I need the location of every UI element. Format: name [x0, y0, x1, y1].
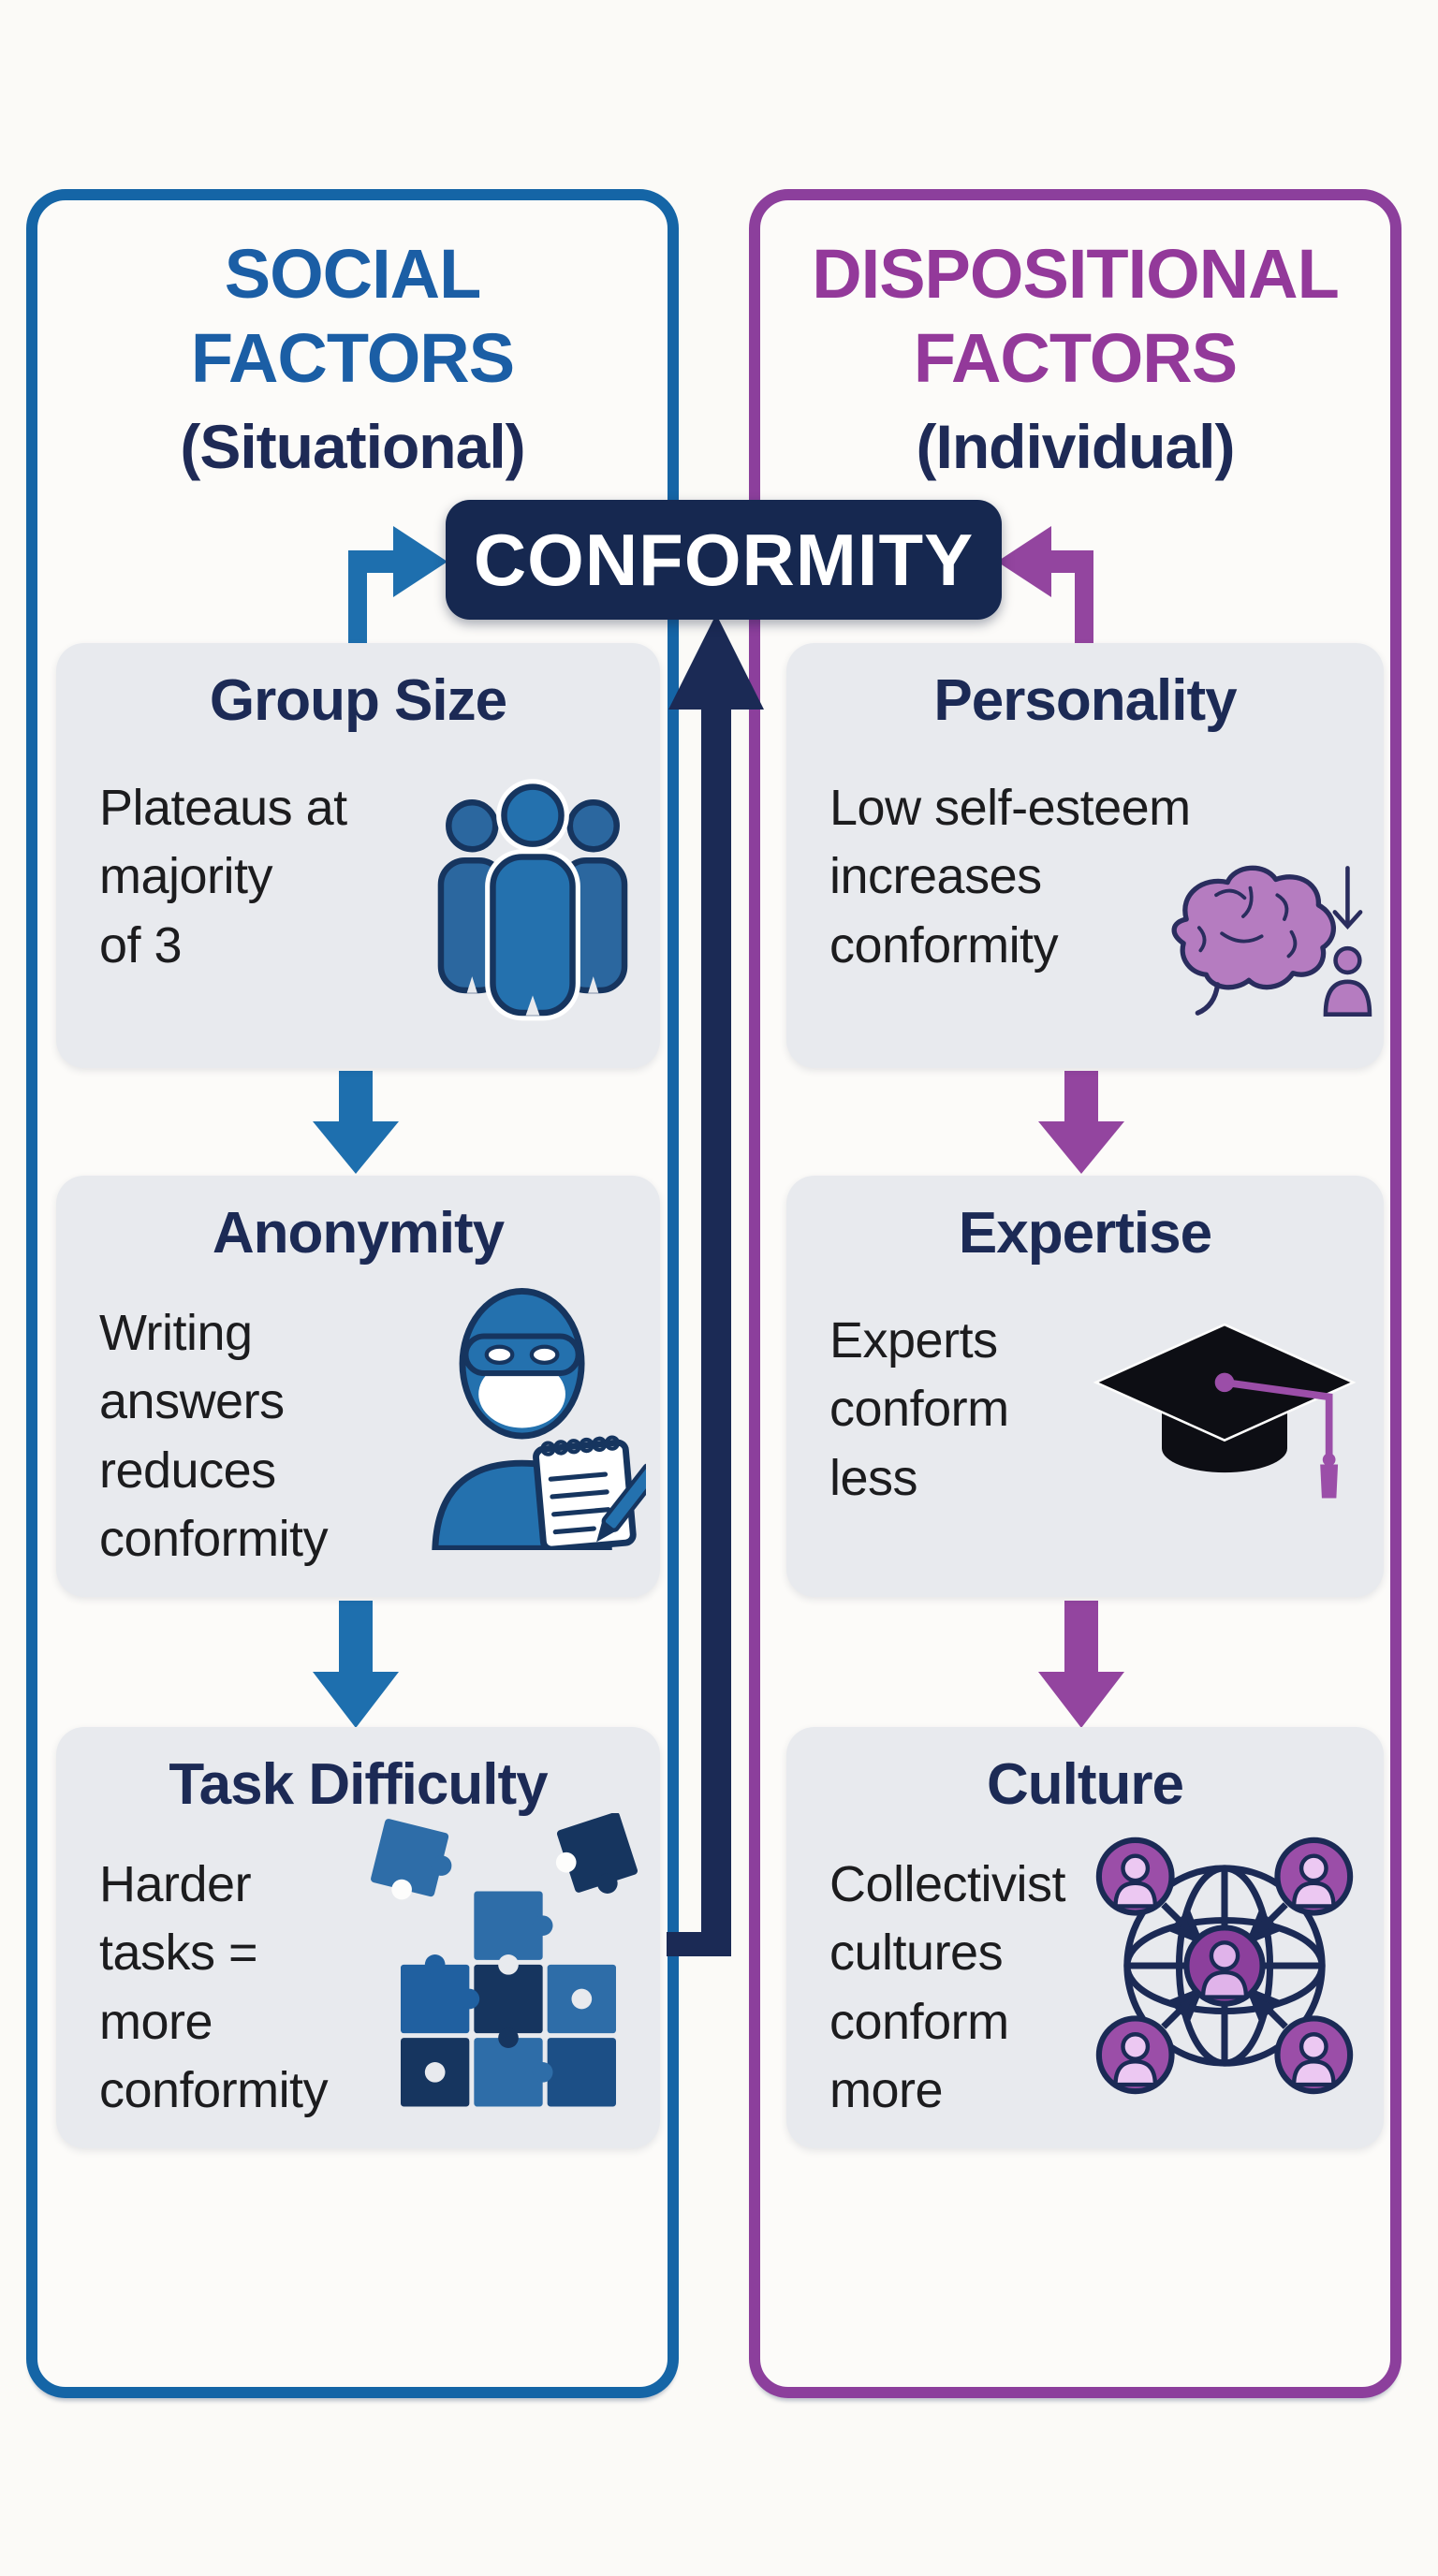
card-title: Group Size — [209, 668, 507, 733]
icon-wrap — [1131, 847, 1372, 1032]
social-factors-header: SOCIAL FACTORS (Situational) — [37, 232, 668, 482]
body-line: Experts — [829, 1312, 998, 1368]
masked-person-notepad-icon — [432, 1288, 661, 1553]
conformity-label: CONFORMITY — [473, 518, 975, 601]
body-line: conform — [829, 1381, 1009, 1438]
card-title: Anonymity — [212, 1201, 505, 1266]
card-title: Task Difficulty — [169, 1752, 548, 1817]
body-line: conformity — [99, 2062, 329, 2119]
body-line: tasks = — [99, 1925, 258, 1982]
title-line: FACTORS — [913, 319, 1238, 398]
dispositional-factors-title: DISPOSITIONAL FACTORS — [760, 232, 1390, 402]
card-title: Expertise — [958, 1201, 1212, 1266]
conformity-banner: CONFORMITY — [446, 500, 1002, 620]
body-line: cultures — [829, 1925, 1004, 1982]
social-factors-title: SOCIAL FACTORS — [37, 232, 668, 402]
three-people-icon — [437, 779, 628, 1021]
card-expertise: Expertise Experts conform less — [786, 1176, 1384, 1597]
card-body: Low self-esteem increases conformity — [829, 774, 1191, 980]
body-line: more — [99, 1993, 213, 2050]
body-line: increases — [829, 848, 1042, 905]
body-line: Collectivist — [829, 1856, 1066, 1912]
card-group-size: Group Size Plateaus at majority of 3 — [56, 643, 660, 1068]
brain-decrease-icon — [1171, 865, 1372, 1017]
card-body: Writing answers reduces conformity — [99, 1299, 329, 1574]
body-line: conform — [829, 1993, 1009, 2050]
card-task-difficulty: Task Difficulty Harder tasks = more conf… — [56, 1727, 660, 2148]
body-line: Harder — [99, 1856, 252, 1912]
icon-wrap — [363, 1811, 644, 2115]
graduation-cap-icon — [1093, 1323, 1357, 1499]
card-title: Culture — [987, 1752, 1184, 1817]
card-culture: Culture Collectivist cultures conform mo… — [786, 1727, 1384, 2148]
puzzle-pieces-icon — [371, 1811, 638, 2107]
title-line: SOCIAL — [224, 235, 482, 313]
body-line: reduces — [99, 1442, 276, 1499]
card-title: Personality — [933, 668, 1237, 733]
body-line: conformity — [829, 916, 1059, 973]
body-line: Writing — [99, 1305, 253, 1361]
body-line: Plateaus at — [99, 780, 347, 836]
title-line: DISPOSITIONAL — [812, 235, 1340, 313]
icon-wrap — [1084, 1825, 1365, 2111]
card-body: Plateaus at majority of 3 — [99, 774, 347, 980]
body-line: majority — [99, 848, 273, 905]
dispositional-factors-subtitle: (Individual) — [916, 411, 1236, 481]
global-network-icon — [1095, 1837, 1354, 2095]
card-anonymity: Anonymity Writing answers reduces confor… — [56, 1176, 661, 1597]
card-body: Experts conform less — [829, 1307, 1009, 1513]
body-line: less — [829, 1449, 918, 1506]
body-line: answers — [99, 1373, 285, 1430]
dispositional-factors-header: DISPOSITIONAL FACTORS (Individual) — [760, 232, 1390, 482]
icon-wrap — [429, 763, 637, 1037]
social-factors-subtitle: (Situational) — [180, 411, 525, 481]
icon-wrap — [404, 1277, 661, 1555]
body-line: conformity — [99, 1511, 329, 1568]
body-line: Low self-esteem — [829, 780, 1191, 836]
body-line: more — [829, 2062, 944, 2119]
card-personality: Personality Low self-esteem increases co… — [786, 643, 1384, 1068]
body-line: of 3 — [99, 916, 183, 973]
card-body: Collectivist cultures conform more — [829, 1851, 1066, 2126]
card-body: Harder tasks = more conformity — [99, 1851, 329, 2126]
title-line: FACTORS — [190, 319, 515, 398]
icon-wrap — [1088, 1307, 1361, 1513]
